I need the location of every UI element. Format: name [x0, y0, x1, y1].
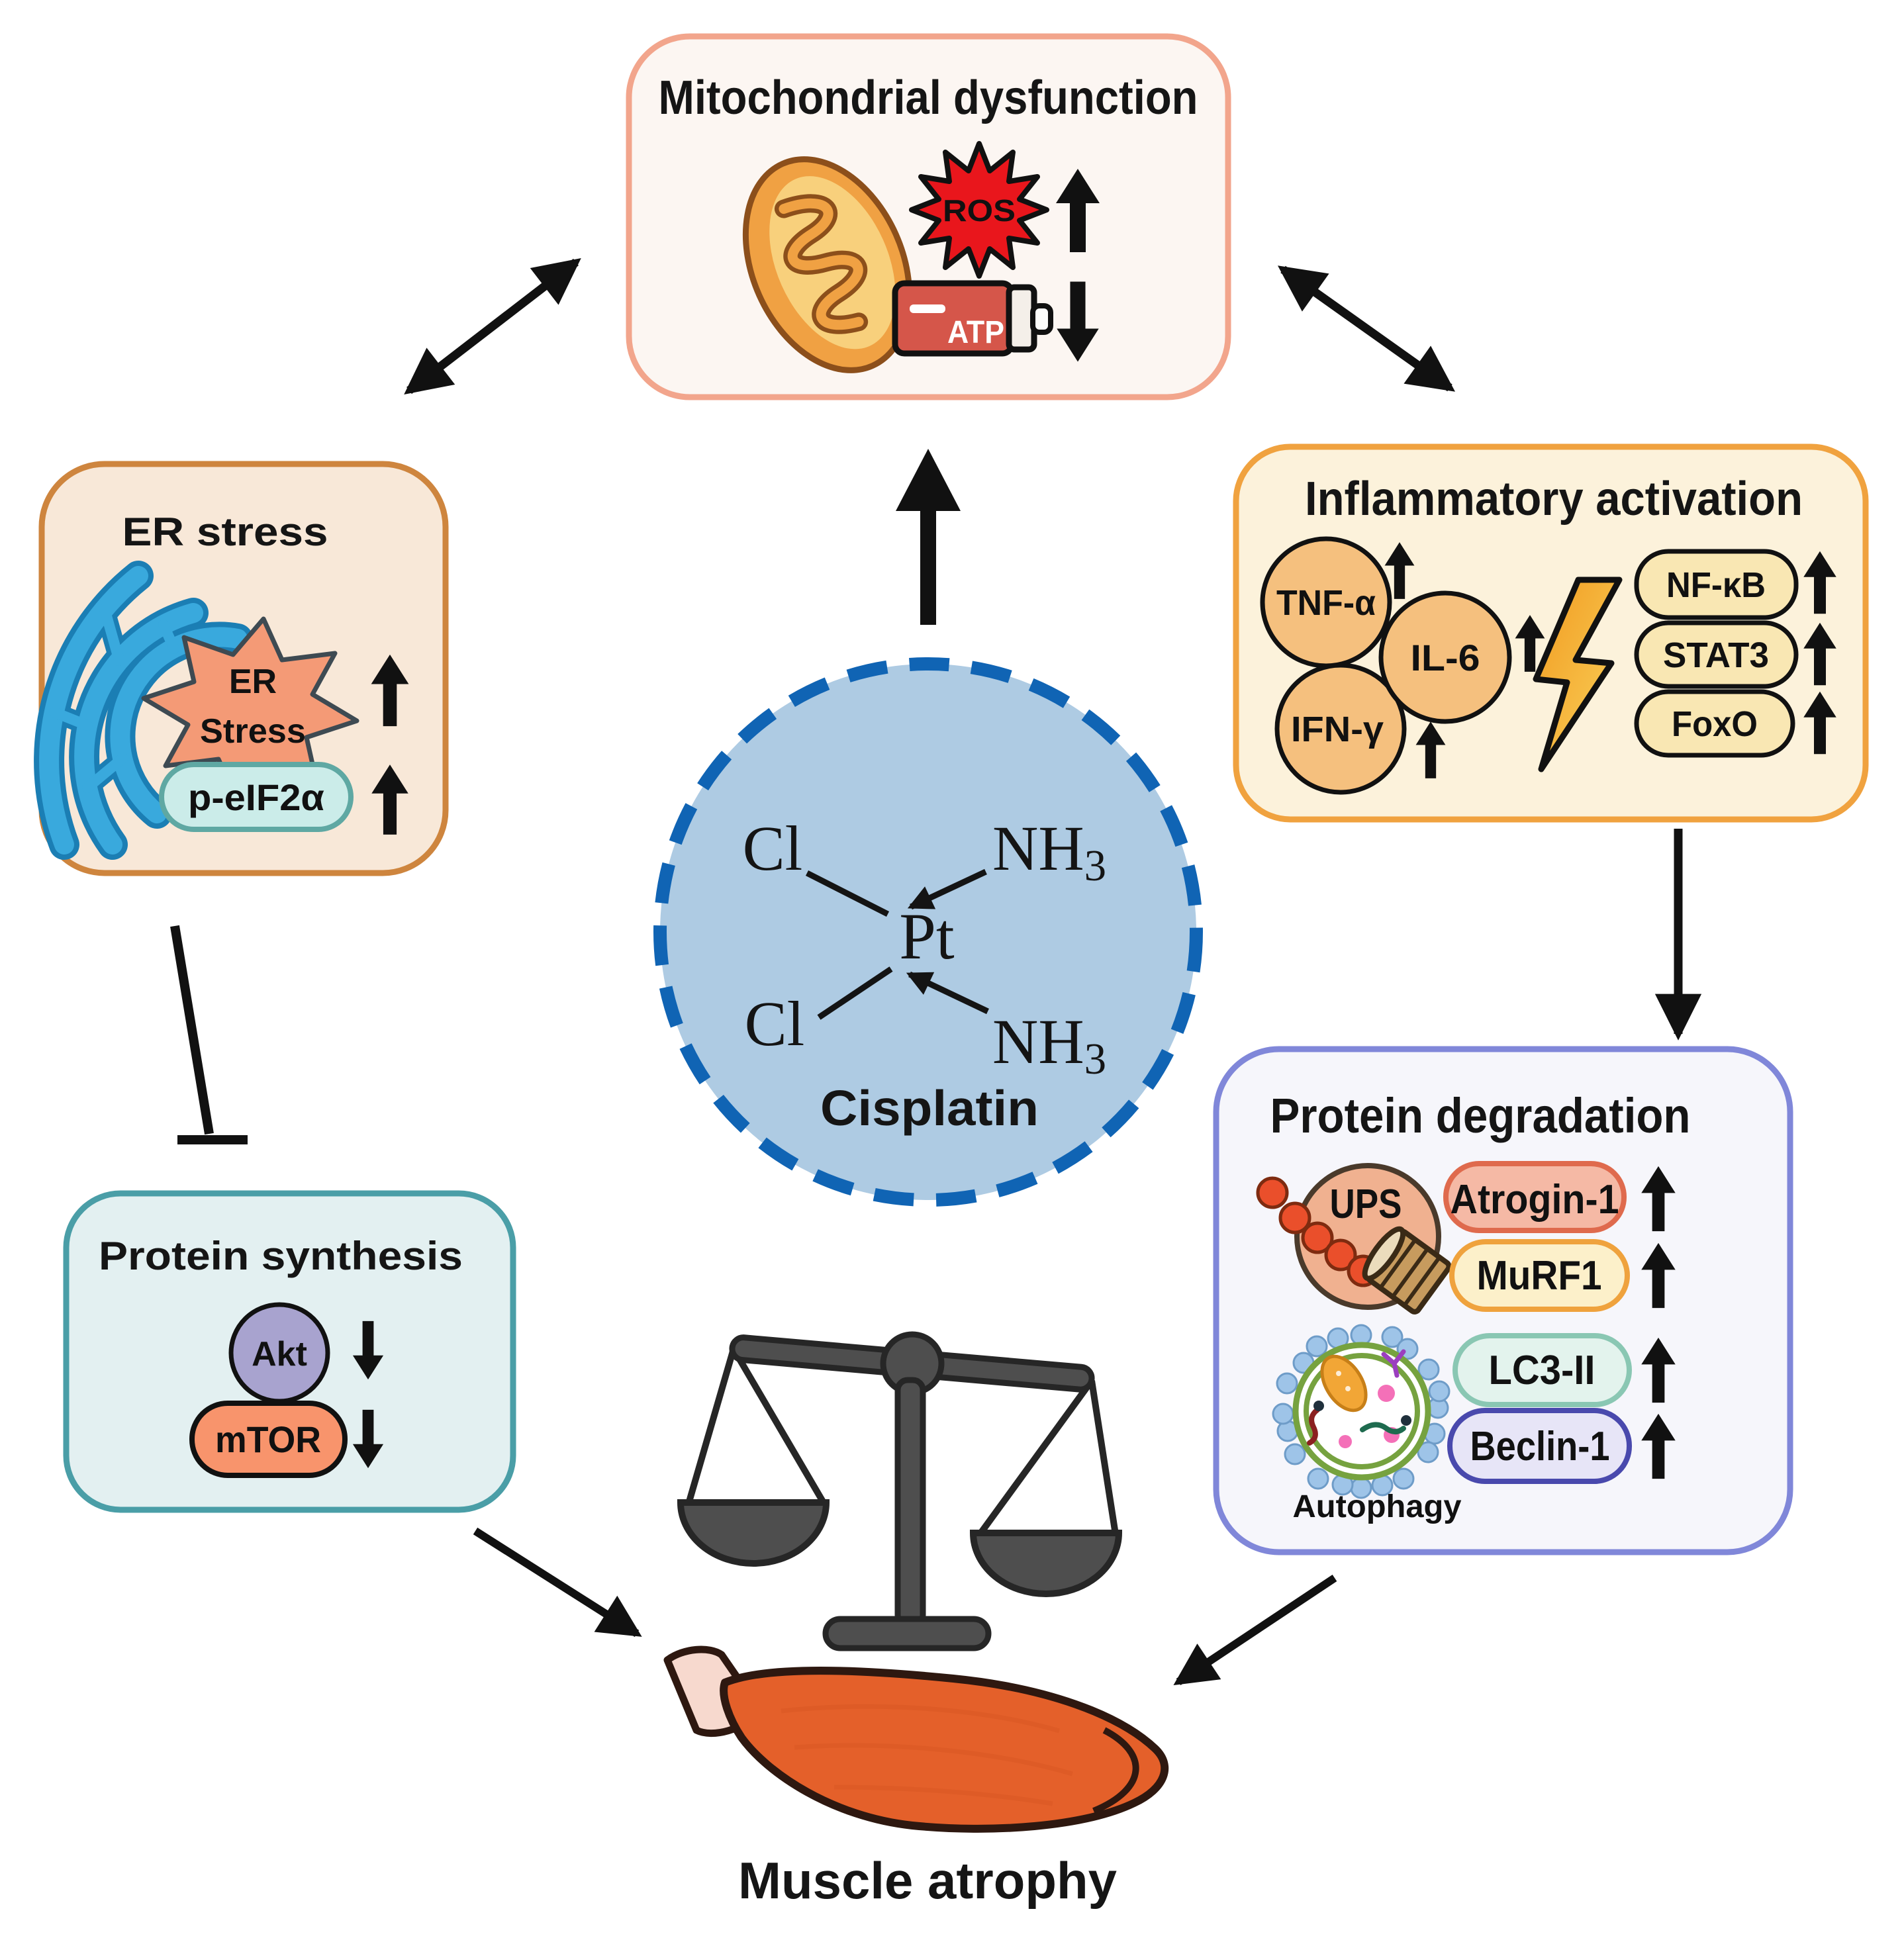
lc3ii-label: LC3-II [1489, 1348, 1595, 1393]
cisplatin-label: Cisplatin [820, 1080, 1039, 1136]
atrogin1-pill: Atrogin-1 [1443, 1161, 1627, 1233]
akt-label: Akt [252, 1335, 307, 1373]
cisplatin-circle [653, 657, 1203, 1207]
pt-symbol: Pt [899, 900, 955, 973]
er-stress-title: ER stress [122, 510, 328, 554]
nh3-bottom-symbol: NH3 [992, 1006, 1106, 1084]
mitochondria-title: Mitochondrial dysfunction [659, 71, 1198, 124]
muscle-striations [781, 1704, 1073, 1806]
stat3-label: STAT3 [1663, 635, 1769, 675]
cisplatin-structure: Pt Cl Cl NH3 NH3 [743, 813, 1107, 1084]
edge-arrows [170, 258, 1702, 1686]
er-star-label-line2: Stress [200, 712, 306, 751]
murf1-pill: MuRF1 [1449, 1239, 1630, 1312]
tnf-alpha-label: TNF-α [1276, 583, 1376, 623]
autophagosome-icon [1272, 1324, 1451, 1499]
bond-lines [805, 868, 989, 1020]
atrogin1-label: Atrogin-1 [1451, 1177, 1619, 1223]
endoplasmic-reticulum-icon [34, 561, 253, 860]
node-mitochondrial-dysfunction: Mitochondrial dysfunction ROS ATP [626, 33, 1231, 400]
ros-label: ROS [943, 193, 1016, 228]
atp-label: ATP [947, 315, 1004, 350]
autophagy-label: Autophagy [1293, 1489, 1462, 1524]
node-inflammatory-activation: Inflammatory activation IFN-γ TNF-α IL-6… [1233, 443, 1869, 823]
arrow-degradation-to-muscle [1173, 1575, 1337, 1686]
murf1-label: MuRF1 [1477, 1253, 1602, 1299]
degradation-title: Protein degradation [1270, 1088, 1691, 1143]
mtor-label: mTOR [215, 1418, 321, 1460]
arrow-mitochondria-inflammation [1277, 265, 1456, 392]
star-burst-icon: ER Stress [141, 616, 359, 803]
ups-label: UPS [1330, 1181, 1402, 1227]
node-cisplatin: Pt Cl Cl NH3 NH3 Cisplatin [653, 657, 1203, 1207]
ifn-gamma-label: IFN-γ [1291, 710, 1384, 749]
autophagosome-contents [1307, 1349, 1411, 1448]
mitochondrion-icon [742, 156, 913, 373]
arrow-synthesis-to-muscle [473, 1527, 642, 1638]
nfkb-label: NF-κB [1666, 565, 1766, 605]
il6-circle: IL-6 [1378, 590, 1512, 724]
lightning-bolt-icon [1533, 577, 1623, 772]
foxo-label: FoxO [1672, 704, 1758, 744]
muscle-atrophy-label: Muscle atrophy [738, 1851, 1117, 1910]
p-eif2a-pill: p-eIF2α [159, 762, 354, 832]
muscle-icon [663, 1645, 1169, 1833]
foxo-pill: FoxO [1634, 689, 1795, 758]
muscle-body [720, 1667, 1169, 1833]
ifn-gamma-circle: IFN-γ [1274, 663, 1407, 795]
barrel-icon [1362, 1226, 1452, 1315]
mtor-pill: mTOR [189, 1401, 348, 1478]
stat3-pill: STAT3 [1634, 620, 1799, 689]
inhibition-er-to-synthesis [170, 925, 248, 1144]
node-er-stress: ER stress [34, 461, 449, 876]
ros-burst-icon: ROS [909, 141, 1049, 279]
synthesis-title: Protein synthesis [99, 1234, 463, 1278]
node-protein-synthesis: Protein synthesis Akt mTOR [63, 1190, 516, 1513]
balance-scale-icon [677, 1331, 1123, 1651]
node-protein-degradation: Protein degradation UPS Atrog [1213, 1046, 1793, 1555]
arrow-mitochondria-er [404, 258, 581, 394]
nh3-top-symbol: NH3 [992, 813, 1106, 890]
beclin1-label: Beclin-1 [1470, 1424, 1610, 1469]
muscle-endcap-line [1092, 1727, 1139, 1814]
p-eif2a-label: p-eIF2α [188, 776, 324, 818]
beclin1-pill: Beclin-1 [1447, 1408, 1632, 1484]
inflammation-title: Inflammatory activation [1305, 473, 1803, 526]
il6-label: IL-6 [1411, 637, 1480, 678]
battery-icon: ATP [892, 280, 1053, 357]
nfkb-pill: NF-κB [1634, 549, 1799, 620]
proteasome-icon: UPS [1256, 1163, 1452, 1315]
cl-bottom-symbol: Cl [745, 988, 805, 1059]
er-star-label-line1: ER [229, 663, 277, 701]
arrow-cisplatin-to-mitochondria [896, 449, 961, 625]
cl-top-symbol: Cl [743, 813, 803, 884]
akt-circle: Akt [228, 1302, 330, 1404]
battery-minus-icon [910, 304, 945, 313]
lc3ii-pill: LC3-II [1452, 1333, 1632, 1407]
